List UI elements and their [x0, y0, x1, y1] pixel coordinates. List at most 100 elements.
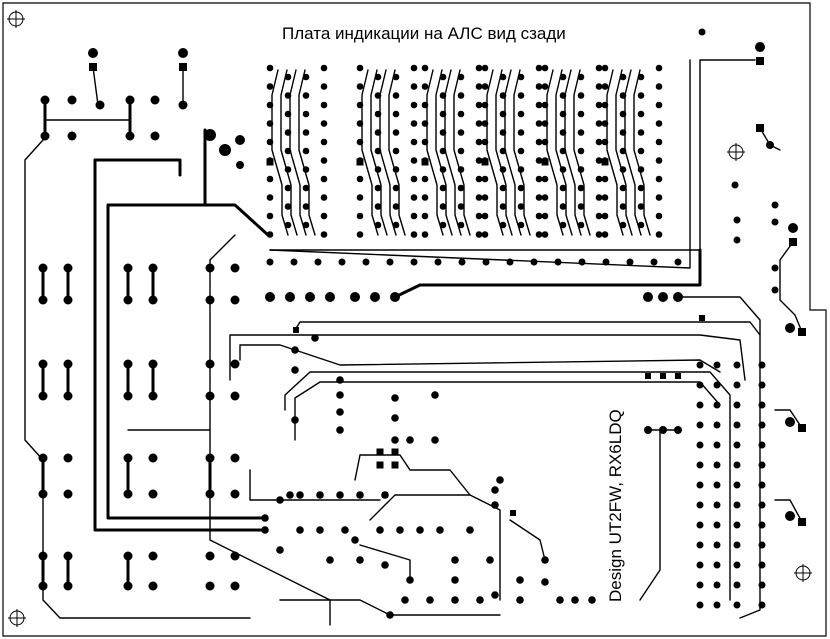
- display-pad: [517, 147, 525, 155]
- pad: [390, 292, 400, 302]
- pad: [758, 581, 766, 589]
- display-key-pad: [356, 158, 364, 166]
- display-pad: [410, 101, 418, 109]
- bus-trace: [269, 59, 756, 251]
- display-pad: [619, 147, 627, 155]
- display-pad: [302, 184, 310, 192]
- route-trace: [369, 494, 501, 601]
- pad: [696, 401, 704, 409]
- pad: [356, 556, 364, 564]
- pad: [733, 561, 741, 569]
- display-pad: [320, 138, 328, 146]
- pad: [406, 576, 414, 584]
- display-pad: [421, 83, 429, 90]
- square-pad: [675, 373, 681, 379]
- display-pad: [302, 73, 310, 81]
- display-pad: [499, 184, 507, 192]
- display-pad: [655, 194, 663, 201]
- display-pad: [637, 92, 645, 99]
- display-pad: [439, 92, 447, 99]
- display-pad: [619, 184, 627, 192]
- pad: [733, 421, 741, 429]
- display-pad: [517, 73, 525, 81]
- display-pad: [410, 231, 418, 238]
- pad: [556, 596, 564, 604]
- component-pad: [205, 551, 215, 561]
- pad: [733, 441, 741, 449]
- component-pad: [38, 391, 48, 401]
- component-pad: [38, 453, 48, 463]
- pad: [758, 601, 766, 609]
- display-pad: [392, 184, 400, 192]
- display-pad: [637, 110, 645, 118]
- pad: [178, 100, 188, 110]
- component-pad: [148, 581, 158, 591]
- component-pad: [230, 453, 240, 463]
- pad: [643, 292, 653, 302]
- component-pad: [148, 391, 158, 401]
- pad: [67, 95, 77, 105]
- pad: [571, 596, 579, 604]
- display-pad: [499, 92, 507, 99]
- display-key-pad: [601, 158, 609, 166]
- pad: [785, 511, 795, 521]
- display-pad: [439, 184, 447, 192]
- display-pad: [559, 110, 567, 118]
- display-pad: [535, 64, 543, 72]
- bus-pad: [626, 258, 634, 266]
- display-pad: [320, 194, 328, 201]
- pad: [491, 486, 499, 494]
- pad: [125, 95, 135, 105]
- component-pad: [123, 391, 133, 401]
- display-pad: [356, 64, 364, 72]
- display-pad: [475, 231, 483, 238]
- display-pad: [410, 175, 418, 183]
- display-pad: [517, 129, 525, 136]
- display-pad: [637, 184, 645, 192]
- display-pad: [517, 203, 525, 210]
- route-trace: [639, 429, 661, 601]
- pad: [265, 292, 275, 302]
- display-pad: [320, 64, 328, 72]
- pad: [370, 292, 380, 302]
- pad: [396, 526, 404, 534]
- display-pad: [535, 157, 543, 164]
- component-pad: [205, 295, 215, 305]
- component-pad: [63, 359, 73, 369]
- display-pad: [457, 166, 465, 173]
- bus-pad: [530, 258, 538, 266]
- board-title: Плата индикации на АЛС вид сзади: [282, 24, 566, 43]
- display-pad: [595, 101, 603, 109]
- pad: [788, 223, 798, 233]
- bus-pad: [602, 258, 610, 266]
- pad: [426, 596, 434, 604]
- display-pad: [577, 147, 585, 155]
- pad: [733, 361, 741, 369]
- component-pad: [123, 489, 133, 499]
- pad: [276, 496, 284, 504]
- display-pad: [499, 203, 507, 210]
- pad: [325, 292, 335, 302]
- pad: [696, 461, 704, 469]
- display-pad: [655, 101, 663, 109]
- pad: [696, 561, 704, 569]
- display-pad: [266, 175, 274, 183]
- design-credit: Design UT2FW, RX6LDQ: [606, 409, 625, 602]
- display-pad: [392, 110, 400, 118]
- pad: [516, 576, 524, 584]
- display-pad: [457, 129, 465, 136]
- pad: [286, 491, 294, 499]
- display-pad: [619, 110, 627, 118]
- display-pad: [392, 203, 400, 210]
- pad: [451, 556, 459, 564]
- display-pad: [601, 212, 609, 220]
- display-pad: [481, 120, 489, 127]
- display-trace: [289, 69, 307, 236]
- route-trace: [279, 599, 501, 616]
- bus-pad: [674, 258, 682, 266]
- display-pad: [499, 110, 507, 118]
- pad: [733, 501, 741, 509]
- component-pad: [230, 581, 240, 591]
- square-pad: [376, 448, 384, 456]
